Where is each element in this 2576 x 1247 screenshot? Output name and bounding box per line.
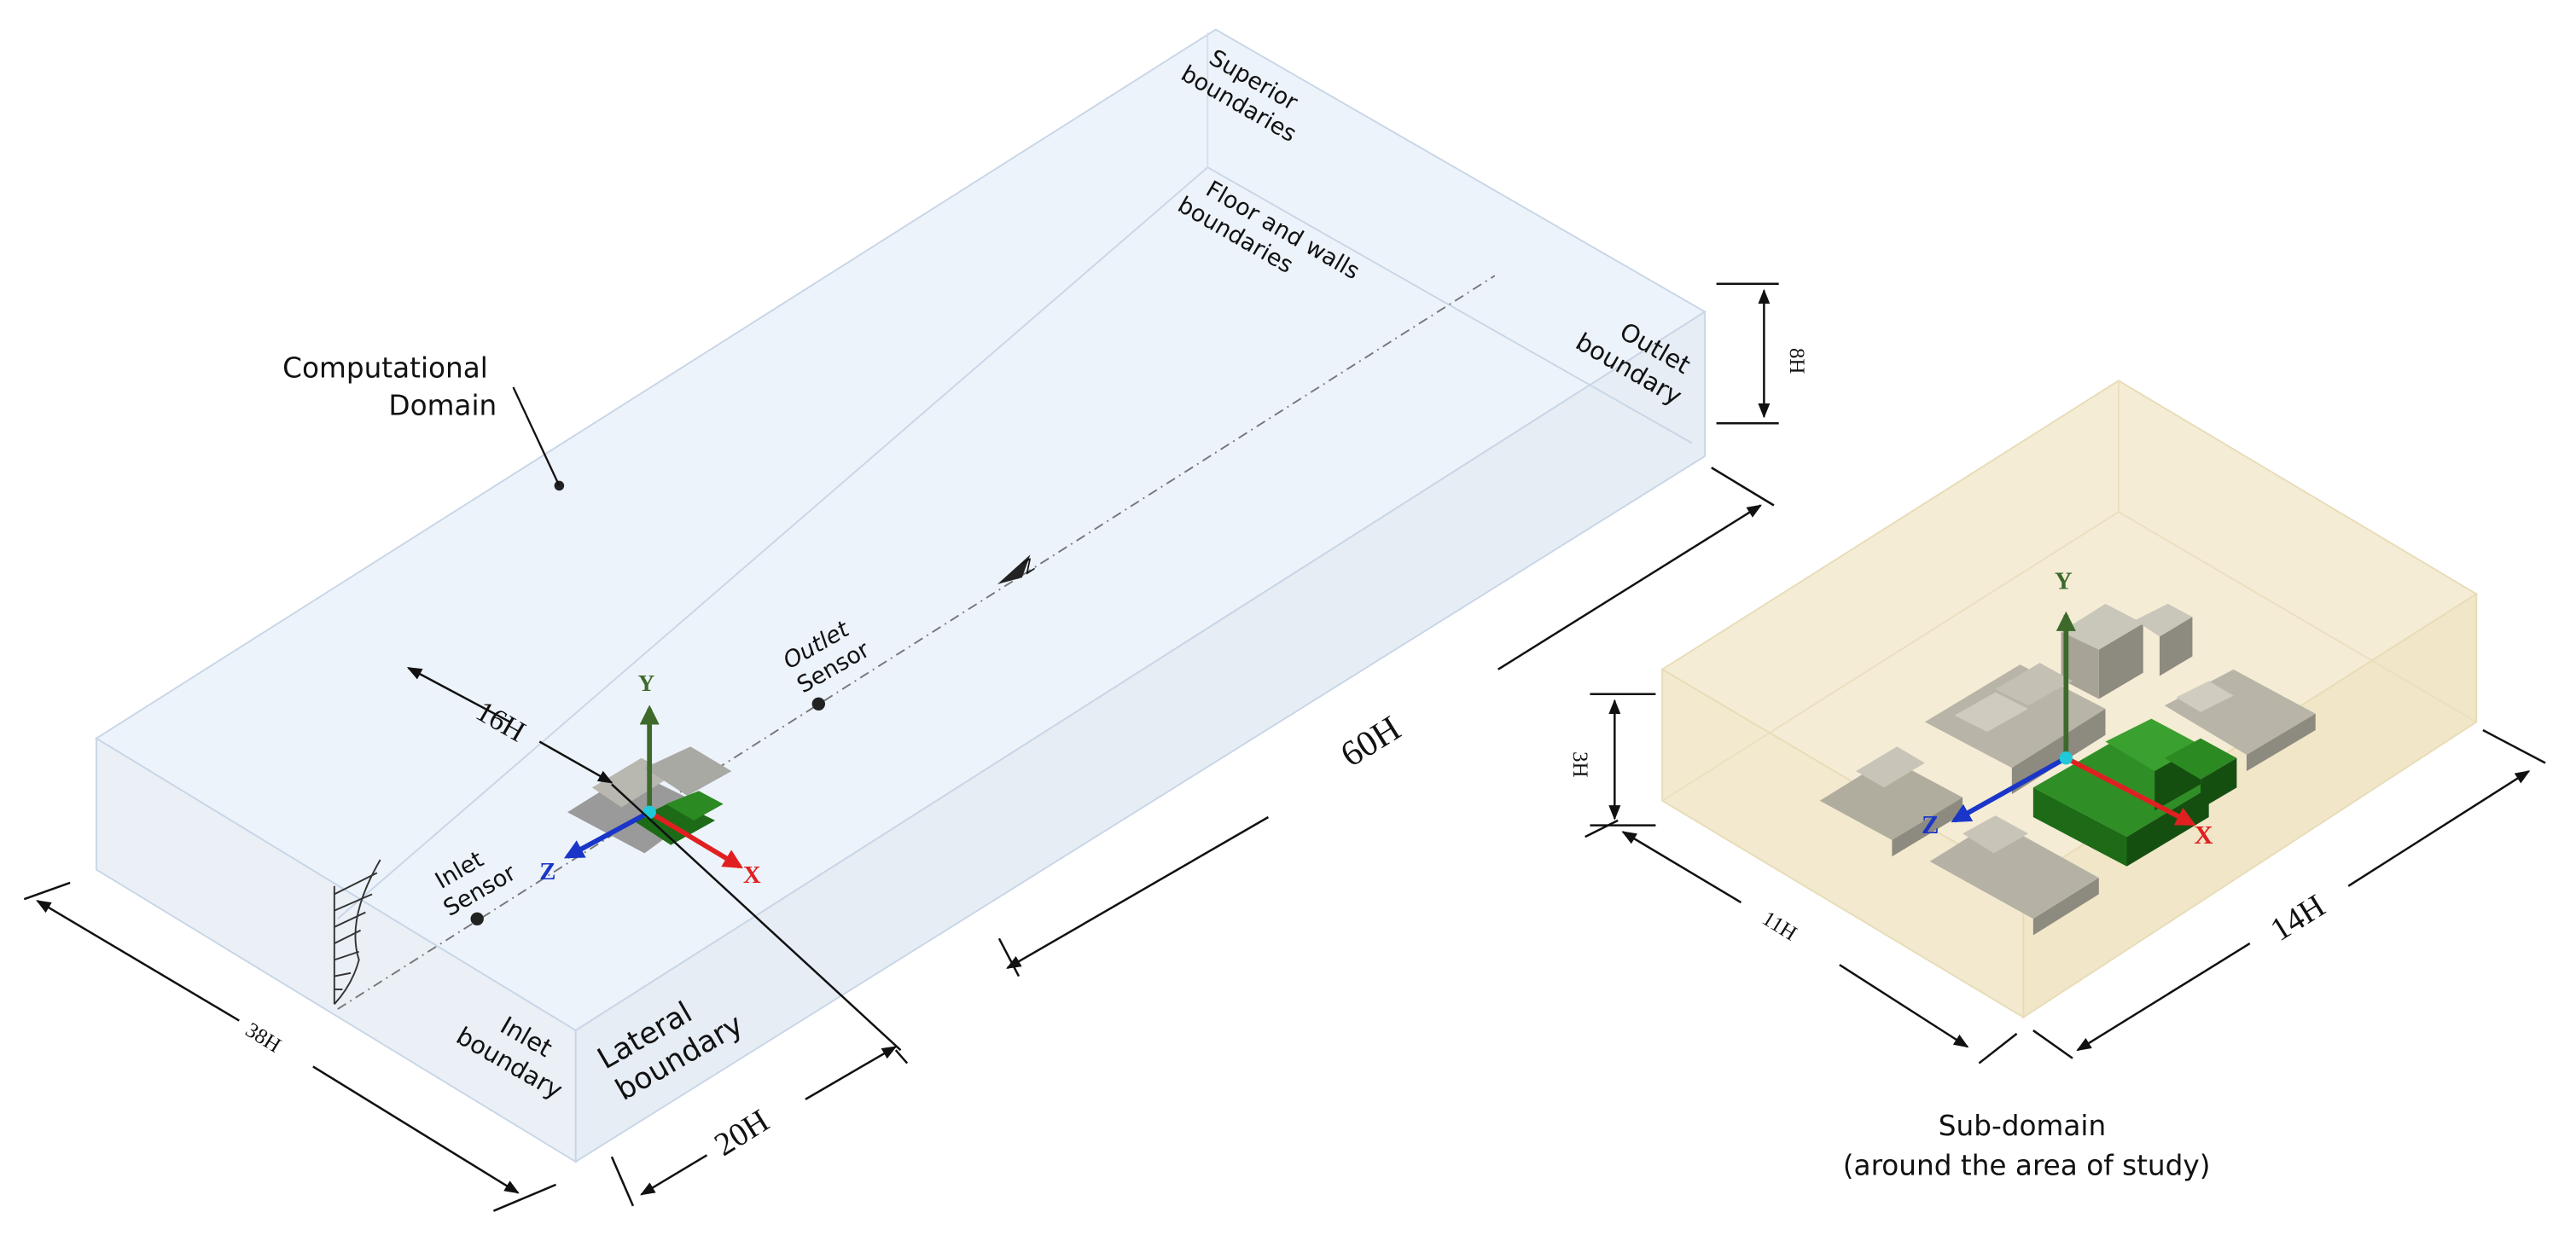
dimension-lines <box>23 282 1779 1212</box>
dimension-38H: 38H <box>241 1018 285 1058</box>
subdomain-buildings <box>1819 603 2316 936</box>
computational-domain-box <box>95 28 1707 1163</box>
subdomain-dimension-lines <box>1585 693 2546 1064</box>
dimension-20H: 20H <box>708 1103 775 1163</box>
domain-axes: Y X Z <box>539 670 761 889</box>
domain-axis-x-label: X <box>743 861 761 889</box>
dimension-8H: 8H <box>1785 348 1808 374</box>
subdomain-dimension-3H: 3H <box>1568 751 1591 778</box>
subdomain-axes: Y X Z <box>1922 568 2213 850</box>
domain-axis-z-label: Z <box>539 858 555 885</box>
inlet-sensor-dot <box>470 912 484 925</box>
subdomain-axis-x-label: X <box>2194 821 2213 850</box>
flow-arrow-icon <box>997 554 1031 584</box>
flow-centerline <box>337 275 1496 1010</box>
subdomain-dimension-11H: 11H <box>1758 907 1800 945</box>
subdomain-axis-z-label: Z <box>1922 810 1939 839</box>
dimension-60H: 60H <box>1334 708 1408 774</box>
domain-pointer-line <box>512 386 561 486</box>
domain-inlet-face <box>95 736 577 1163</box>
domain-axis-y-label: Y <box>638 670 654 696</box>
outlet-sensor-dot <box>811 697 826 710</box>
computational-domain-label: Computational Domain <box>282 351 497 421</box>
domain-buildings <box>567 746 732 854</box>
subdomain-axis-y-label: Y <box>2055 568 2073 595</box>
subdomain-caption: Sub-domain (around the area of study) <box>1843 1110 2211 1181</box>
subdomain-dimension-14H: 14H <box>2265 888 2331 948</box>
inlet-velocity-profile <box>333 859 381 1005</box>
